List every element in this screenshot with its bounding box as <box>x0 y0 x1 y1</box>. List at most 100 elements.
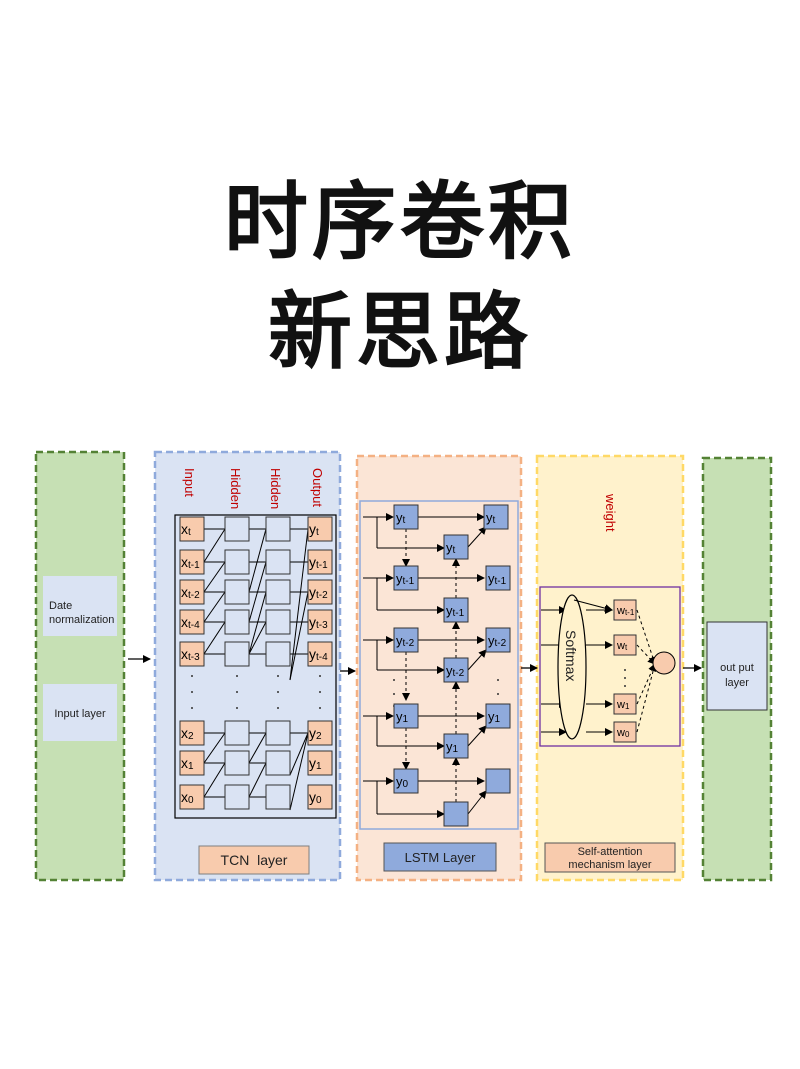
tcn-frame <box>174 514 337 819</box>
tcn-edge <box>289 732 309 811</box>
tcn-hidden1-node <box>224 549 250 575</box>
tcn-input-label: x2 <box>181 725 194 742</box>
attention-footer-label-1: Self-attention <box>578 846 643 858</box>
tcn-output-node <box>307 720 333 746</box>
weight-label-3: w0 <box>616 727 630 739</box>
tcn-hidden2-node <box>265 516 291 542</box>
tcn-input-label: x1 <box>181 755 194 772</box>
tcn-output-label: yt-2 <box>309 584 328 601</box>
tcn-hidden2-node <box>265 609 291 635</box>
sum-node <box>652 651 676 675</box>
weight-label-2: w1 <box>616 699 630 711</box>
lstm-edge <box>467 649 487 671</box>
lstm-edge <box>467 790 487 815</box>
lstm-ellipsis-dot <box>497 693 499 695</box>
attention-ellipsis-dot <box>624 677 626 679</box>
date-normalization-label-1: Date <box>49 600 72 612</box>
output-layer-label-1: out put <box>720 662 754 674</box>
tcn-ellipsis-dot <box>319 691 321 693</box>
tcn-footer-box <box>198 845 310 875</box>
tcn-output-label: yt <box>309 521 319 538</box>
lstm-node <box>393 504 419 530</box>
tcn-ellipsis-dot <box>319 707 321 709</box>
weight-label-1: wt <box>616 640 628 652</box>
lstm-node-label: yt-2 <box>446 663 465 679</box>
tcn-input-node <box>179 784 205 810</box>
tcn-edge <box>203 591 226 623</box>
tcn-edge <box>289 591 309 681</box>
date-normalization-label-2: normalization <box>49 614 114 626</box>
lstm-node-label: yt <box>446 540 456 556</box>
weight-node <box>613 599 637 621</box>
tcn-ellipsis-dot <box>191 675 193 677</box>
lstm-node-label: yt-2 <box>396 633 415 649</box>
tcn-input-label: xt-1 <box>181 554 200 571</box>
weight-node <box>613 721 637 743</box>
tcn-col-label-input: Input <box>182 468 197 497</box>
tcn-hidden2-node <box>265 641 291 667</box>
lstm-node-label: yt <box>486 510 496 526</box>
tcn-hidden1-node <box>224 609 250 635</box>
lstm-edge <box>467 526 487 548</box>
tcn-edge <box>248 762 267 798</box>
tcn-output-label: y0 <box>309 789 322 806</box>
attention-ellipsis-dot <box>624 685 626 687</box>
tcn-output-label: yt-4 <box>309 646 328 663</box>
softmax-ellipse <box>557 594 587 740</box>
tcn-input-node <box>179 549 205 575</box>
input-panel <box>34 450 126 882</box>
attention-footer-label-2: mechanism layer <box>568 859 651 871</box>
tcn-edge <box>289 528 309 681</box>
tcn-ellipsis-dot <box>277 691 279 693</box>
lstm-footer-box <box>383 842 497 872</box>
tcn-input-node <box>179 579 205 605</box>
tcn-ellipsis-dot <box>236 691 238 693</box>
tcn-edge <box>203 561 226 593</box>
tcn-output-node <box>307 609 333 635</box>
lstm-edge <box>467 725 487 747</box>
tcn-ellipsis-dot <box>191 707 193 709</box>
tcn-output-node <box>307 784 333 810</box>
lstm-node-label: yt-2 <box>488 633 507 649</box>
tcn-output-label: yt-3 <box>309 614 328 631</box>
lstm-node <box>443 801 469 827</box>
lstm-node <box>443 657 469 683</box>
lstm-node-label: yt-1 <box>446 603 465 619</box>
lstm-node <box>393 703 419 729</box>
lstm-frame <box>359 500 519 830</box>
tcn-edge <box>248 528 267 593</box>
attention-dashed-edge <box>636 644 656 665</box>
tcn-hidden1-node <box>224 750 250 776</box>
tcn-hidden2-node <box>265 750 291 776</box>
tcn-hidden2-node <box>265 549 291 575</box>
tcn-edge <box>289 732 309 776</box>
lstm-node-label: yt-1 <box>488 571 507 587</box>
tcn-output-node <box>307 549 333 575</box>
tcn-edge <box>248 732 267 764</box>
lstm-node <box>485 627 511 653</box>
tcn-ellipsis-dot <box>191 691 193 693</box>
lstm-ellipsis-dot <box>393 693 395 695</box>
lstm-footer-label: LSTM Layer <box>405 850 476 865</box>
output-layer-label-2: layer <box>725 677 749 689</box>
tcn-hidden1-node <box>224 579 250 605</box>
title-line-2: 新思路 <box>267 283 532 381</box>
tcn-input-node <box>179 516 205 542</box>
tcn-input-node <box>179 720 205 746</box>
tcn-edge <box>203 528 226 563</box>
tcn-ellipsis-dot <box>236 707 238 709</box>
tcn-input-label: xt-2 <box>181 584 200 601</box>
lstm-node <box>443 534 469 560</box>
input-layer-box <box>43 684 117 741</box>
lstm-node <box>483 504 509 530</box>
lstm-node-label: yt <box>396 510 406 526</box>
tcn-output-node <box>307 516 333 542</box>
lstm-node <box>443 733 469 759</box>
lstm-ellipsis-dot <box>497 679 499 681</box>
weight-node <box>613 693 637 715</box>
tcn-hidden2-node <box>265 784 291 810</box>
attention-ellipsis-dot <box>624 669 626 671</box>
title-line-1: 时序卷积 <box>223 173 576 271</box>
tcn-output-label: y1 <box>309 755 322 772</box>
